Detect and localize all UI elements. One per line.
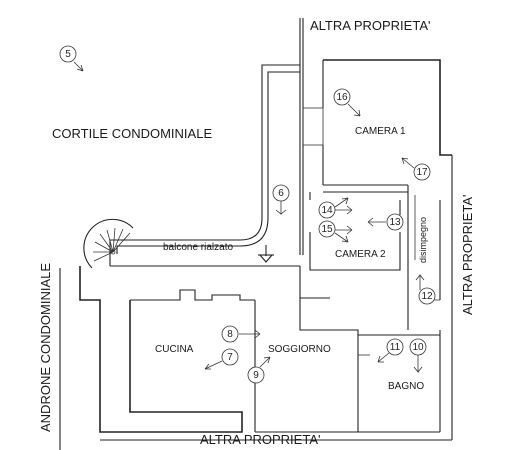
label-camera-2: CAMERA 2	[335, 249, 386, 260]
svg-text:12: 12	[421, 291, 433, 302]
svg-text:5: 5	[65, 49, 71, 60]
svg-text:14: 14	[321, 205, 333, 216]
label-left-corridor: ANDRONE CONDOMINIALE	[38, 263, 53, 432]
photo-point-12: 12	[415, 273, 436, 305]
svg-text:11: 11	[390, 342, 401, 353]
photo-point-14: 14	[318, 197, 353, 219]
label-bagno: BAGNO	[388, 381, 424, 392]
label-courtyard: CORTILE CONDOMINIALE	[52, 126, 212, 141]
photo-point-17: 17	[401, 157, 431, 181]
entrance-marker	[258, 245, 274, 263]
label-balcony: balcone rialzato	[163, 242, 233, 253]
label-disimpegno: disimpegno	[418, 217, 428, 263]
svg-text:6: 6	[278, 188, 284, 199]
svg-text:8: 8	[227, 329, 233, 340]
label-soggiorno: SOGGIORNO	[268, 344, 331, 355]
photo-point-5: 5	[59, 45, 84, 72]
balcony-outline	[109, 64, 300, 267]
label-right-property: ALTRA PROPRIETA'	[460, 195, 475, 315]
svg-text:16: 16	[336, 92, 348, 103]
photo-point-13: 13	[367, 213, 404, 231]
photo-point-10: 10	[409, 338, 427, 374]
svg-text:7: 7	[227, 352, 233, 363]
label-cucina: CUCINA	[155, 344, 194, 355]
photo-point-16: 16	[333, 88, 361, 117]
svg-text:10: 10	[412, 342, 424, 353]
boundary-lines	[59, 18, 453, 450]
photo-point-9: 9	[247, 356, 271, 384]
photo-point-8: 8	[221, 325, 261, 343]
svg-text:17: 17	[416, 167, 428, 178]
svg-text:15: 15	[321, 224, 333, 235]
photo-point-7: 7	[204, 348, 239, 370]
photo-point-15: 15	[318, 220, 353, 243]
label-camera-1: CAMERA 1	[355, 126, 406, 137]
photo-point-6: 6	[272, 184, 290, 215]
spiral-staircase	[83, 218, 134, 269]
apartment-walls	[79, 59, 452, 433]
svg-text:13: 13	[389, 217, 401, 228]
label-bottom-property: ALTRA PROPRIETA'	[200, 432, 320, 447]
label-top-property: ALTRA PROPRIETA'	[310, 18, 430, 33]
photo-point-11: 11	[377, 338, 404, 363]
svg-text:9: 9	[253, 370, 259, 381]
